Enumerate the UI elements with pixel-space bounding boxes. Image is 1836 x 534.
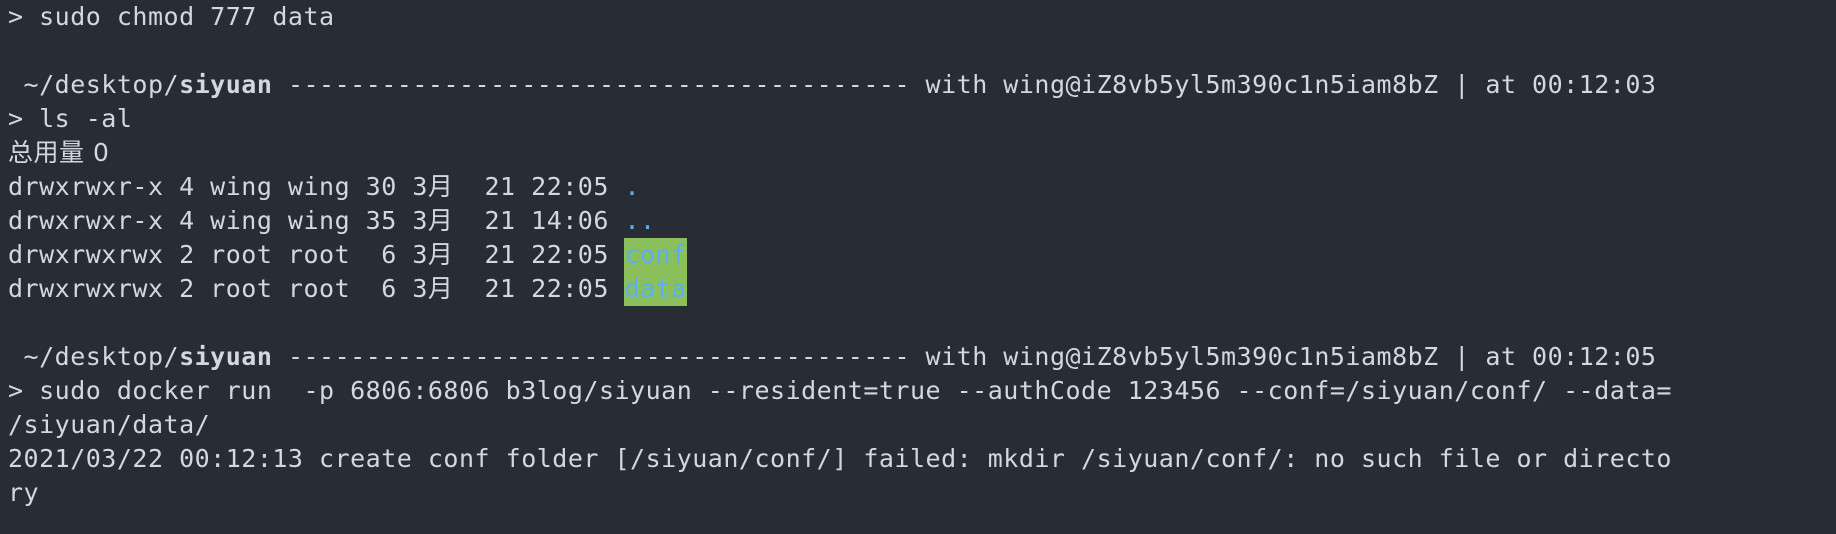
error-output-line: 2021/03/22 00:12:13 create conf folder [… xyxy=(8,444,1672,473)
blank-line xyxy=(8,306,1836,340)
error-output-wrap: ry xyxy=(8,478,40,507)
ls-row-info: drwxrwxrwx 2 root root 6 3月 21 22:05 xyxy=(8,240,625,269)
ls-row: drwxrwxr-x 4 wing wing 35 3月 21 14:06 .. xyxy=(8,204,1836,238)
ls-row-name-highlighted: data xyxy=(624,272,687,306)
prompt-path-dir: siyuan xyxy=(179,70,273,99)
ls-row-name-highlighted: conf xyxy=(624,238,687,272)
command-line-chmod: > sudo chmod 777 data xyxy=(8,2,335,31)
ls-row-info: drwxrwxr-x 4 wing wing 30 3月 21 22:05 xyxy=(8,172,625,201)
ls-row-info: drwxrwxr-x 4 wing wing 35 3月 21 14:06 xyxy=(8,206,625,235)
prompt-line-1: ~/desktop/siyuan -----------------------… xyxy=(8,68,1836,102)
ls-row: drwxrwxr-x 4 wing wing 30 3月 21 22:05 . xyxy=(8,170,1836,204)
command-line-docker-wrap: /siyuan/data/ xyxy=(8,410,211,439)
ls-row-name: .. xyxy=(624,206,656,235)
ls-row-info: drwxrwxrwx 2 root root 6 3月 21 22:05 xyxy=(8,274,625,303)
ls-row-name: . xyxy=(624,172,641,201)
ls-row: drwxrwxrwx 2 root root 6 3月 21 22:05 con… xyxy=(8,238,1836,272)
prompt-info: ----------------------------------------… xyxy=(272,70,1657,99)
prompt-path-prefix: ~/desktop/ xyxy=(8,70,180,99)
command-line-ls: > ls -al xyxy=(8,104,133,133)
command-line-docker: > sudo docker run -p 6806:6806 b3log/siy… xyxy=(8,376,1672,405)
ls-total: 总用量 0 xyxy=(8,138,110,167)
prompt-line-2: ~/desktop/siyuan -----------------------… xyxy=(8,340,1836,374)
blank-line xyxy=(8,34,1836,68)
prompt-path-prefix: ~/desktop/ xyxy=(8,342,180,371)
ls-row: drwxrwxrwx 2 root root 6 3月 21 22:05 dat… xyxy=(8,272,1836,306)
prompt-path-dir: siyuan xyxy=(179,342,273,371)
prompt-info: ----------------------------------------… xyxy=(272,342,1657,371)
